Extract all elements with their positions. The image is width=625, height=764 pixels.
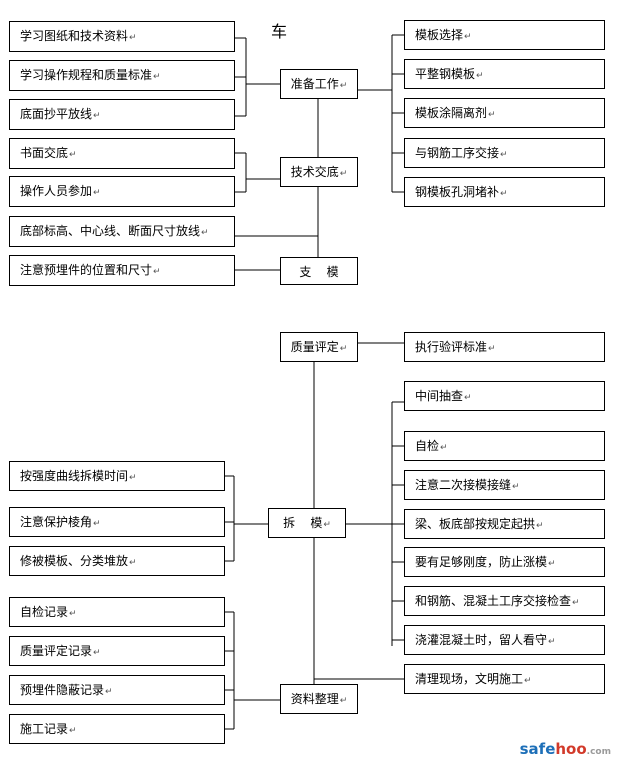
cleanup-item: 清理现场，文明施工↵ [404, 664, 605, 694]
prep-right-item: 钢模板孔洞堵补↵ [404, 177, 605, 207]
demold-left-item: 注意保护棱角↵ [9, 507, 225, 537]
prep-right-item: 平整钢模板↵ [404, 59, 605, 89]
quality-right-item: 执行验评标准↵ [404, 332, 605, 362]
records-left-item: 预埋件隐蔽记录↵ [9, 675, 225, 705]
demold-center-node: 拆 模↵ [268, 508, 346, 538]
prep-center-node: 准备工作↵ [280, 69, 358, 99]
records-left-item: 质量评定记录↵ [9, 636, 225, 666]
records-left-item: 自检记录↵ [9, 597, 225, 627]
records-left-item: 施工记录↵ [9, 714, 225, 744]
check-item: 浇灌混凝土时，留人看守↵ [404, 625, 605, 655]
support-left-item: 注意预埋件的位置和尺寸↵ [9, 255, 235, 286]
check-item: 自检↵ [404, 431, 605, 461]
watermark-logo: safehoo.com [519, 740, 611, 758]
check-item: 注意二次接模接缝↵ [404, 470, 605, 500]
check-item: 要有足够刚度，防止涨模↵ [404, 547, 605, 577]
prep-left-item: 底面抄平放线↵ [9, 99, 235, 130]
demold-left-item: 按强度曲线拆模时间↵ [9, 461, 225, 491]
baseline-item: 底部标高、中心线、断面尺寸放线↵ [9, 216, 235, 247]
prep-right-item: 模板涂隔离剂↵ [404, 98, 605, 128]
page-title: 车 [271, 22, 288, 41]
prep-left-item: 学习图纸和技术资料↵ [9, 21, 235, 52]
demold-left-item: 修被模板、分类堆放↵ [9, 546, 225, 576]
check-item: 梁、板底部按规定起拱↵ [404, 509, 605, 539]
prep-left-item: 学习操作规程和质量标准↵ [9, 60, 235, 91]
check-item: 中间抽查↵ [404, 381, 605, 411]
prep-right-item: 与钢筋工序交接↵ [404, 138, 605, 168]
prep-right-item: 模板选择↵ [404, 20, 605, 50]
tech-left-item: 书面交底↵ [9, 138, 235, 169]
tech-left-item: 操作人员参加↵ [9, 176, 235, 207]
quality-center-node: 质量评定↵ [280, 332, 358, 362]
records-center-node: 资料整理↵ [280, 684, 358, 714]
check-item: 和钢筋、混凝土工序交接检查↵ [404, 586, 605, 616]
tech-center-node: 技术交底↵ [280, 157, 358, 187]
support-center-node: 支 模 [280, 257, 358, 285]
